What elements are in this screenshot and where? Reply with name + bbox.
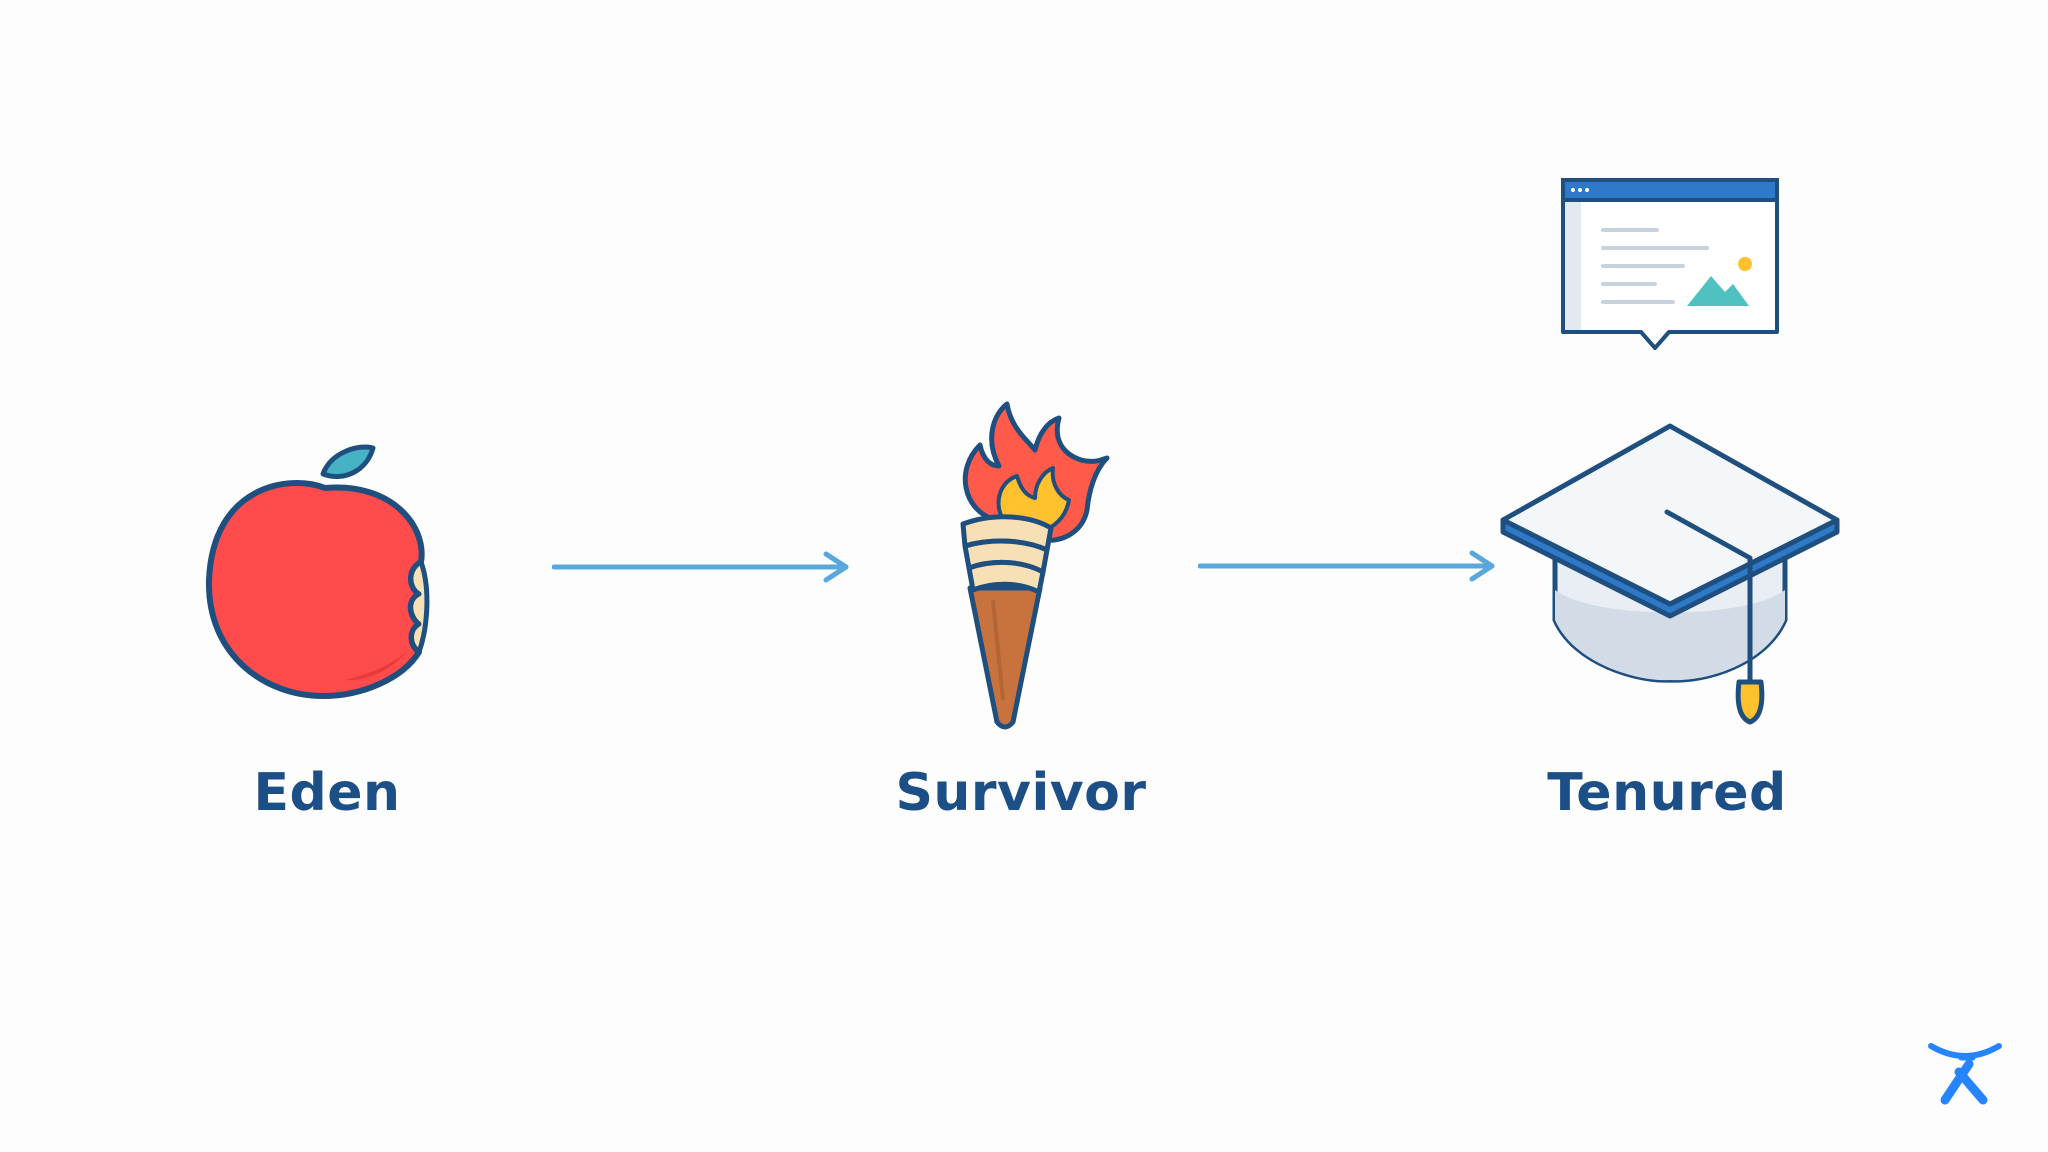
tenured-label: Tenured [1547, 763, 1787, 823]
eden-label: Eden [253, 763, 401, 823]
graduation-cap-icon [1500, 423, 1840, 725]
atlassian-logo [1928, 1043, 2002, 1105]
bitten-apple-icon [205, 444, 430, 699]
browser-window-callout-icon [1561, 178, 1779, 350]
arrow-survivor-to-tenured [1198, 550, 1495, 582]
torch-icon [960, 401, 1110, 730]
arrow-eden-to-survivor [552, 551, 849, 583]
survivor-label: Survivor [895, 763, 1147, 823]
